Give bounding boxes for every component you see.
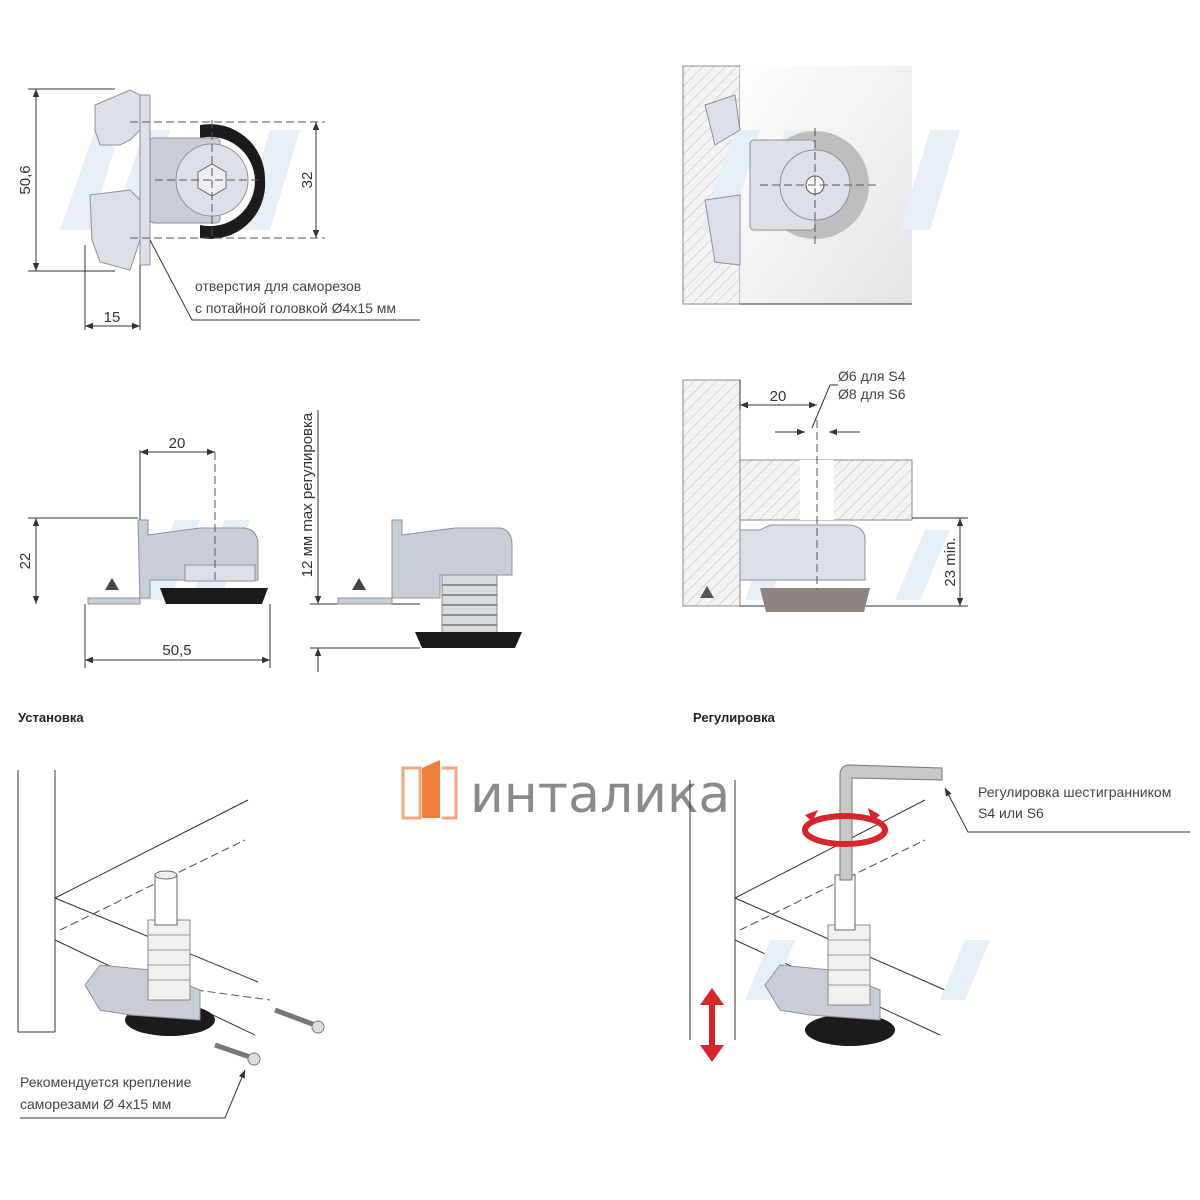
holes-note-line2: с потайной головкой Ø4x15 мм [195,300,396,316]
dim-width-label: 15 [104,309,121,326]
adjustment-note-line2: S4 или S6 [978,805,1044,821]
dim-min-label: 23 min. [942,537,959,586]
installation-illustration [17,770,325,1119]
adjustment-heading: Регулировка [693,710,776,725]
section-view-drawing [682,379,968,612]
adjustment-illustration [689,764,1190,1062]
logo-text: инталика [470,765,730,825]
dim-axis-label: 20 [169,435,186,452]
side-view-drawing [28,410,522,672]
dim-height-label: 50,6 [17,165,34,194]
installation-note-line2: саморезами Ø 4x15 мм [20,1096,171,1112]
holes-note-line1: отверстия для саморезов [195,278,361,294]
dim-section-axis-label: 20 [770,388,787,405]
hole-s4-label: Ø6 для S4 [838,368,906,384]
installation-heading: Установка [18,710,84,725]
hole-s6-label: Ø8 для S6 [838,386,906,402]
installation-note-line1: Рекомендуется крепление [20,1074,192,1090]
dim-hole-spacing-label: 32 [299,172,316,189]
dim-length-label: 50,5 [162,642,191,659]
mounted-view-drawing [682,65,960,305]
dim-side-height-label: 22 [17,553,34,570]
front-view-drawing [28,88,420,330]
intalika-logo: инталика [401,760,730,825]
adjustment-note-line1: Регулировка шестигранником [978,784,1171,800]
dim-adjust-label: 12 мм max регулировка [299,412,316,577]
